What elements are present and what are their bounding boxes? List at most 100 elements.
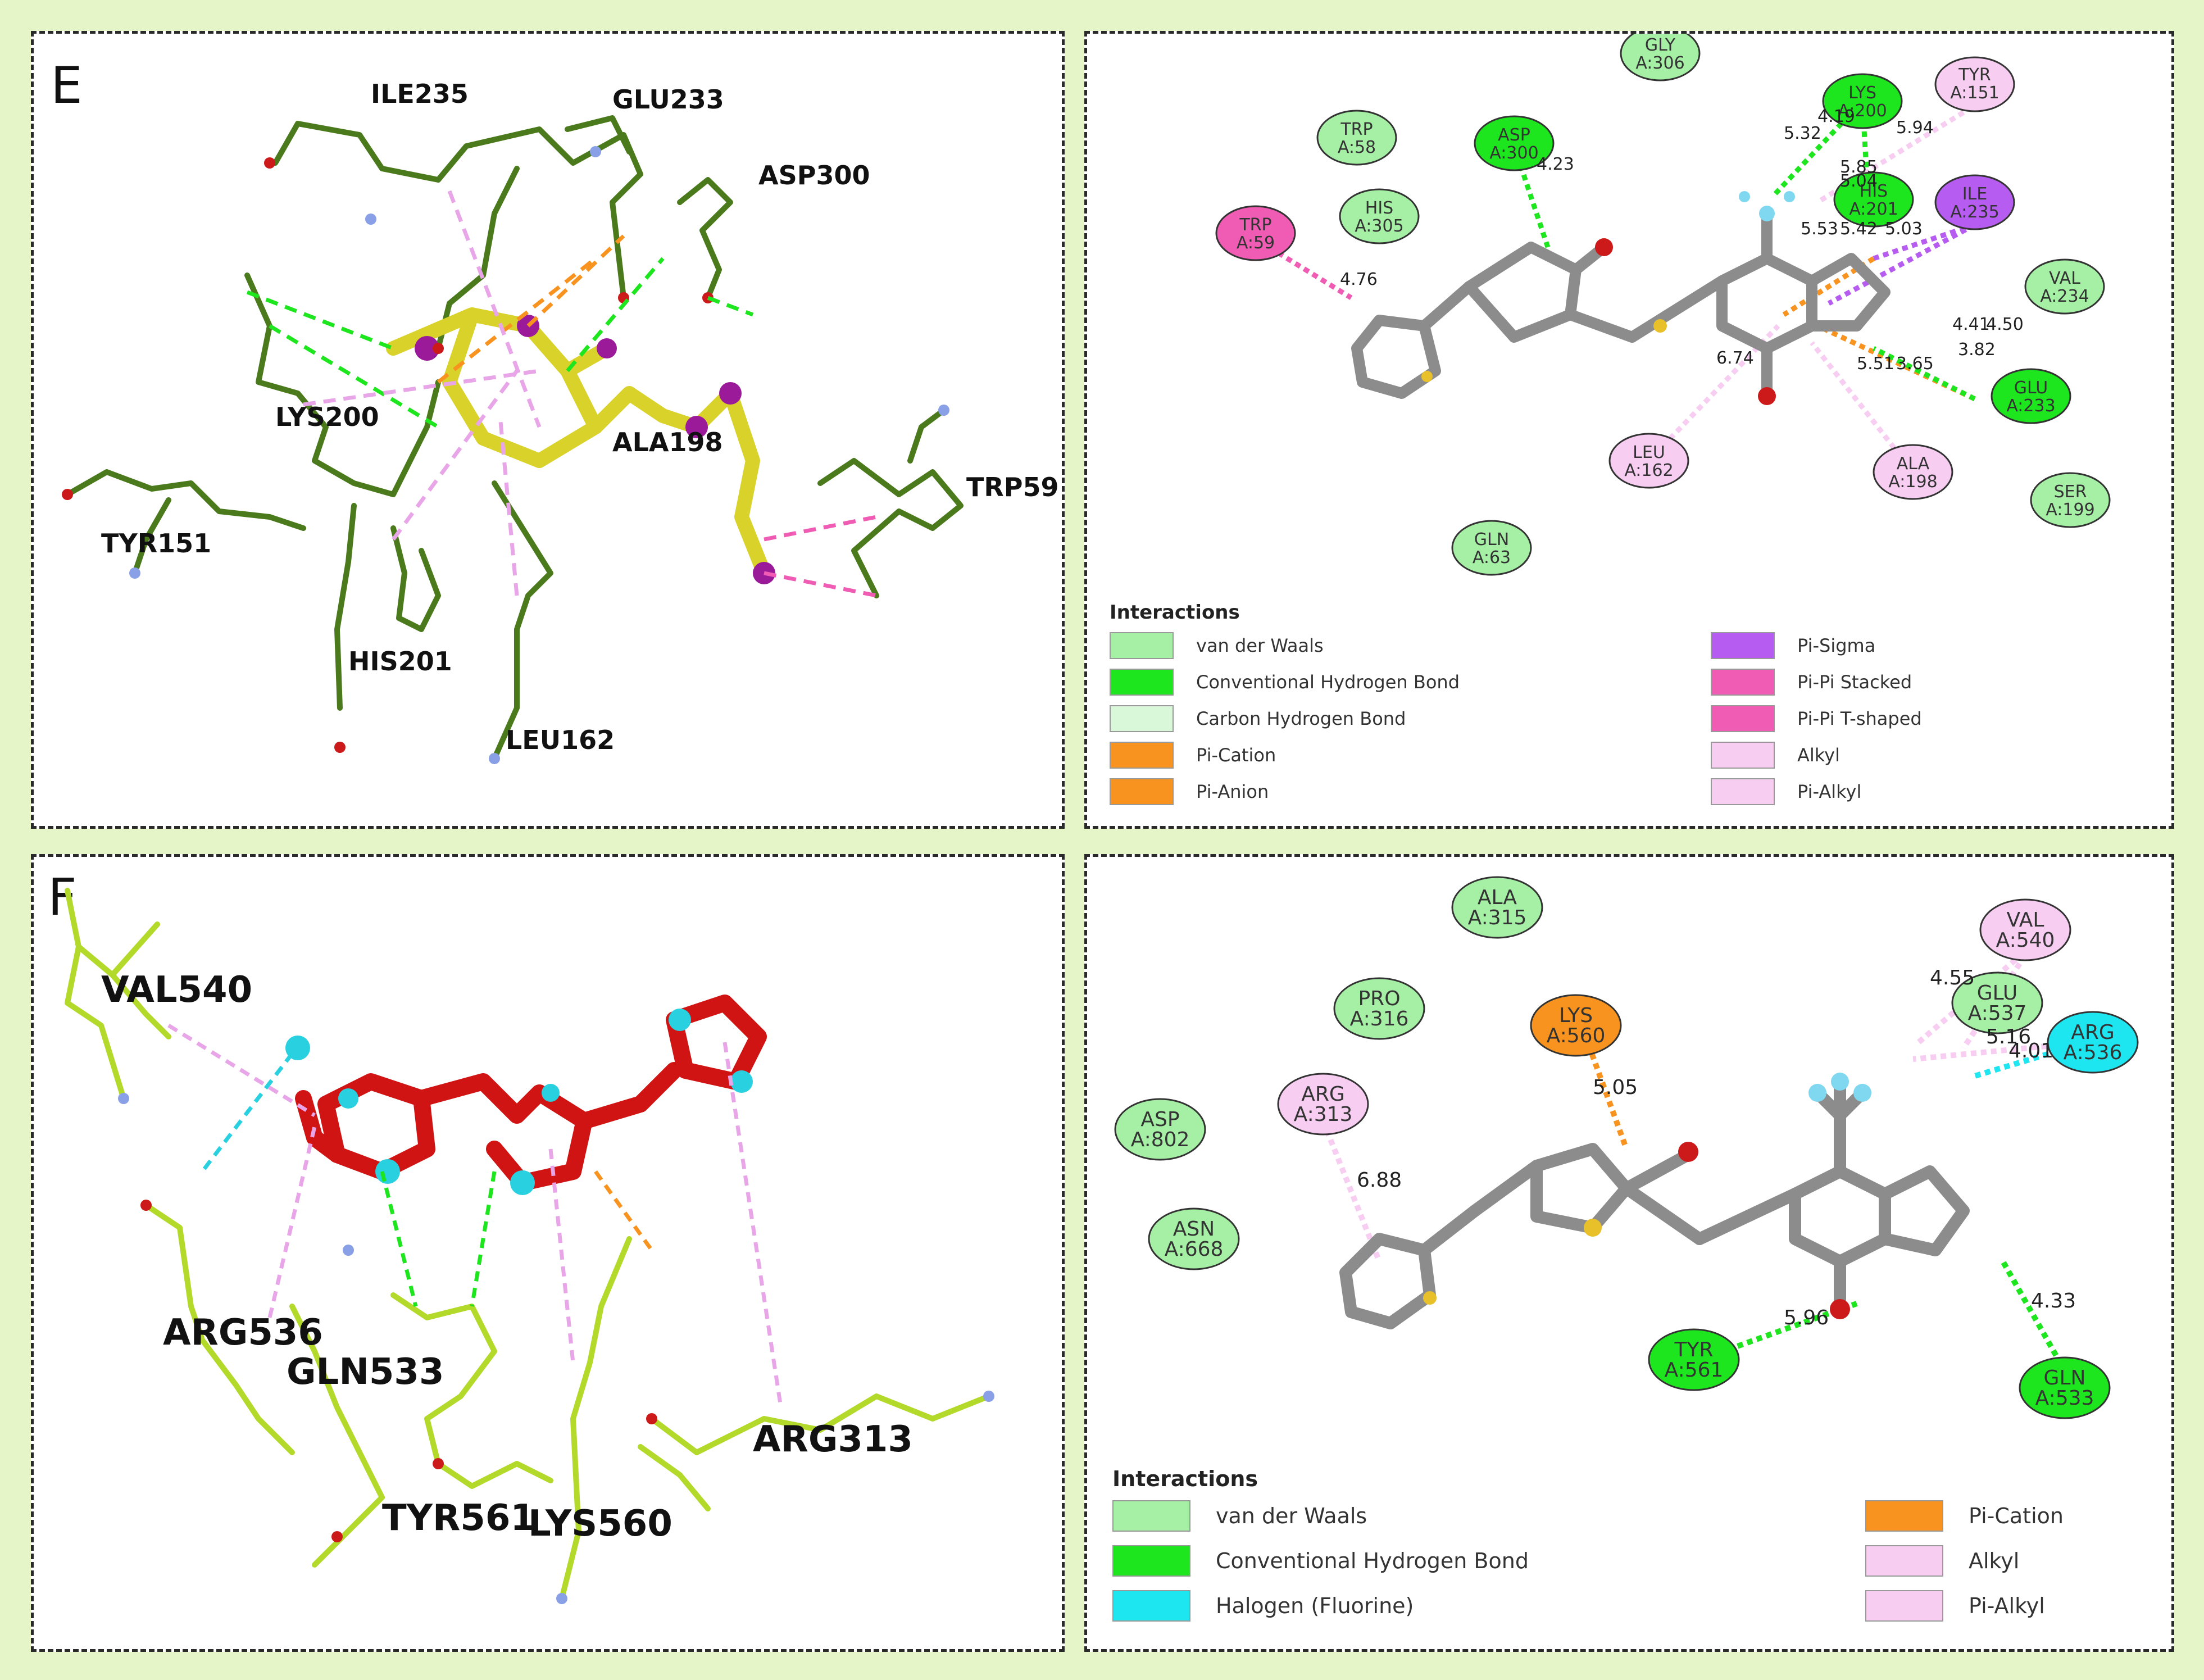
legend-swatch [1865, 1500, 1943, 1532]
distance-label: 3.65 [1896, 354, 1934, 374]
legend-item: Conventional Hydrogen Bond [1112, 1545, 1529, 1577]
legend-swatch [1112, 1500, 1190, 1532]
legend-item: Pi-Cation [1865, 1500, 2064, 1532]
legend-item: Alkyl [1711, 742, 1840, 769]
legend-swatch [1110, 705, 1174, 732]
residue-label-his201: HIS201 [348, 646, 452, 676]
distance-label: 5.94 [1896, 118, 1934, 138]
distance-label: 4.33 [2031, 1289, 2076, 1313]
residue-label-ala198: ALA198 [612, 427, 723, 457]
panel-e-3d-structure [62, 115, 964, 764]
legend-item: van der Waals [1112, 1500, 1367, 1532]
residue-label-lys560: LYS560 [528, 1503, 672, 1545]
legend-item: Conventional Hydrogen Bond [1110, 669, 1460, 696]
legend-swatch [1110, 742, 1174, 769]
distance-label: 6.88 [1357, 1169, 1402, 1192]
residue-label-lys200: LYS200 [275, 402, 379, 432]
panel-f-3d: F [31, 854, 1065, 1652]
legend-swatch [1865, 1590, 1943, 1622]
panel-f-3d-structure [65, 888, 994, 1604]
legend-item: Carbon Hydrogen Bond [1110, 705, 1406, 732]
distance-label: 4.41 [1952, 315, 1990, 334]
legend-item: van der Waals [1110, 632, 1324, 659]
distance-label: 5.42 [1840, 219, 1878, 239]
residue-label-tyr151: TYR151 [101, 528, 212, 559]
distance-label: 4.01 [2008, 1039, 2054, 1063]
legend-swatch [1865, 1545, 1943, 1577]
legend-item: Pi-Pi T-shaped [1711, 705, 1922, 732]
residue-label-arg536: ARG536 [163, 1312, 323, 1354]
distance-label: 5.03 [1885, 219, 1923, 239]
panel-e-2d-diagram [1215, 34, 2111, 576]
residue-label-arg313: ARG313 [753, 1419, 913, 1460]
legend-item: Pi-Alkyl [1865, 1590, 2045, 1622]
legend-item: Pi-Cation [1110, 742, 1276, 769]
distance-label: 5.85 [1840, 157, 1878, 177]
panel-e-3d: E [31, 31, 1065, 829]
residue-label-trp59: TRP59 [966, 472, 1059, 502]
distance-label: 4.76 [1340, 270, 1378, 289]
legend-item: Pi-Pi Stacked [1711, 669, 1912, 696]
legend-swatch [1711, 705, 1775, 732]
residue-label-glu233: GLU233 [612, 84, 724, 115]
distance-label: 5.32 [1784, 124, 1821, 143]
legend-title: Interactions [1110, 601, 1240, 624]
legend-item: Halogen (Fluorine) [1112, 1590, 1414, 1622]
distance-label: 4.19 [1817, 107, 1855, 126]
legend-swatch [1110, 778, 1174, 805]
distance-label: 5.04 [1840, 171, 1878, 191]
legend-swatch [1112, 1545, 1190, 1577]
legend-title: Interactions [1112, 1466, 1258, 1491]
legend-swatch [1112, 1590, 1190, 1622]
legend-item: Alkyl [1865, 1545, 2019, 1577]
distance-label: 4.55 [1930, 966, 1975, 989]
residue-label-gln533: GLN533 [287, 1351, 444, 1393]
panel-f-2d-diagram [1114, 876, 2139, 1419]
distance-label: 3.82 [1958, 340, 1996, 360]
distance-label: 4.50 [1986, 315, 2024, 334]
distance-label: 5.96 [1784, 1306, 1829, 1329]
legend-swatch [1711, 778, 1775, 805]
legend-swatch [1711, 742, 1775, 769]
panel-label-e: E [51, 56, 83, 115]
legend-item: Pi-Sigma [1711, 632, 1875, 659]
residue-label-val540: VAL540 [101, 969, 253, 1011]
legend-swatch [1711, 632, 1775, 659]
distance-label: 5.16 [1986, 1025, 2032, 1048]
legend-swatch [1110, 632, 1174, 659]
residue-label-asp300: ASP300 [758, 160, 870, 190]
distance-label: 4.23 [1537, 155, 1574, 174]
legend-item: Pi-Alkyl [1711, 778, 1861, 805]
distance-label: 5.53 [1801, 219, 1838, 239]
distance-label: 6.74 [1716, 348, 1754, 368]
residue-label-leu162: LEU162 [506, 725, 615, 755]
legend-swatch [1110, 669, 1174, 696]
distance-label: 5.51 [1857, 354, 1894, 374]
legend-swatch [1711, 669, 1775, 696]
residue-label-ile235: ILE235 [371, 79, 469, 109]
residue-label-tyr561: TYR561 [382, 1497, 535, 1539]
